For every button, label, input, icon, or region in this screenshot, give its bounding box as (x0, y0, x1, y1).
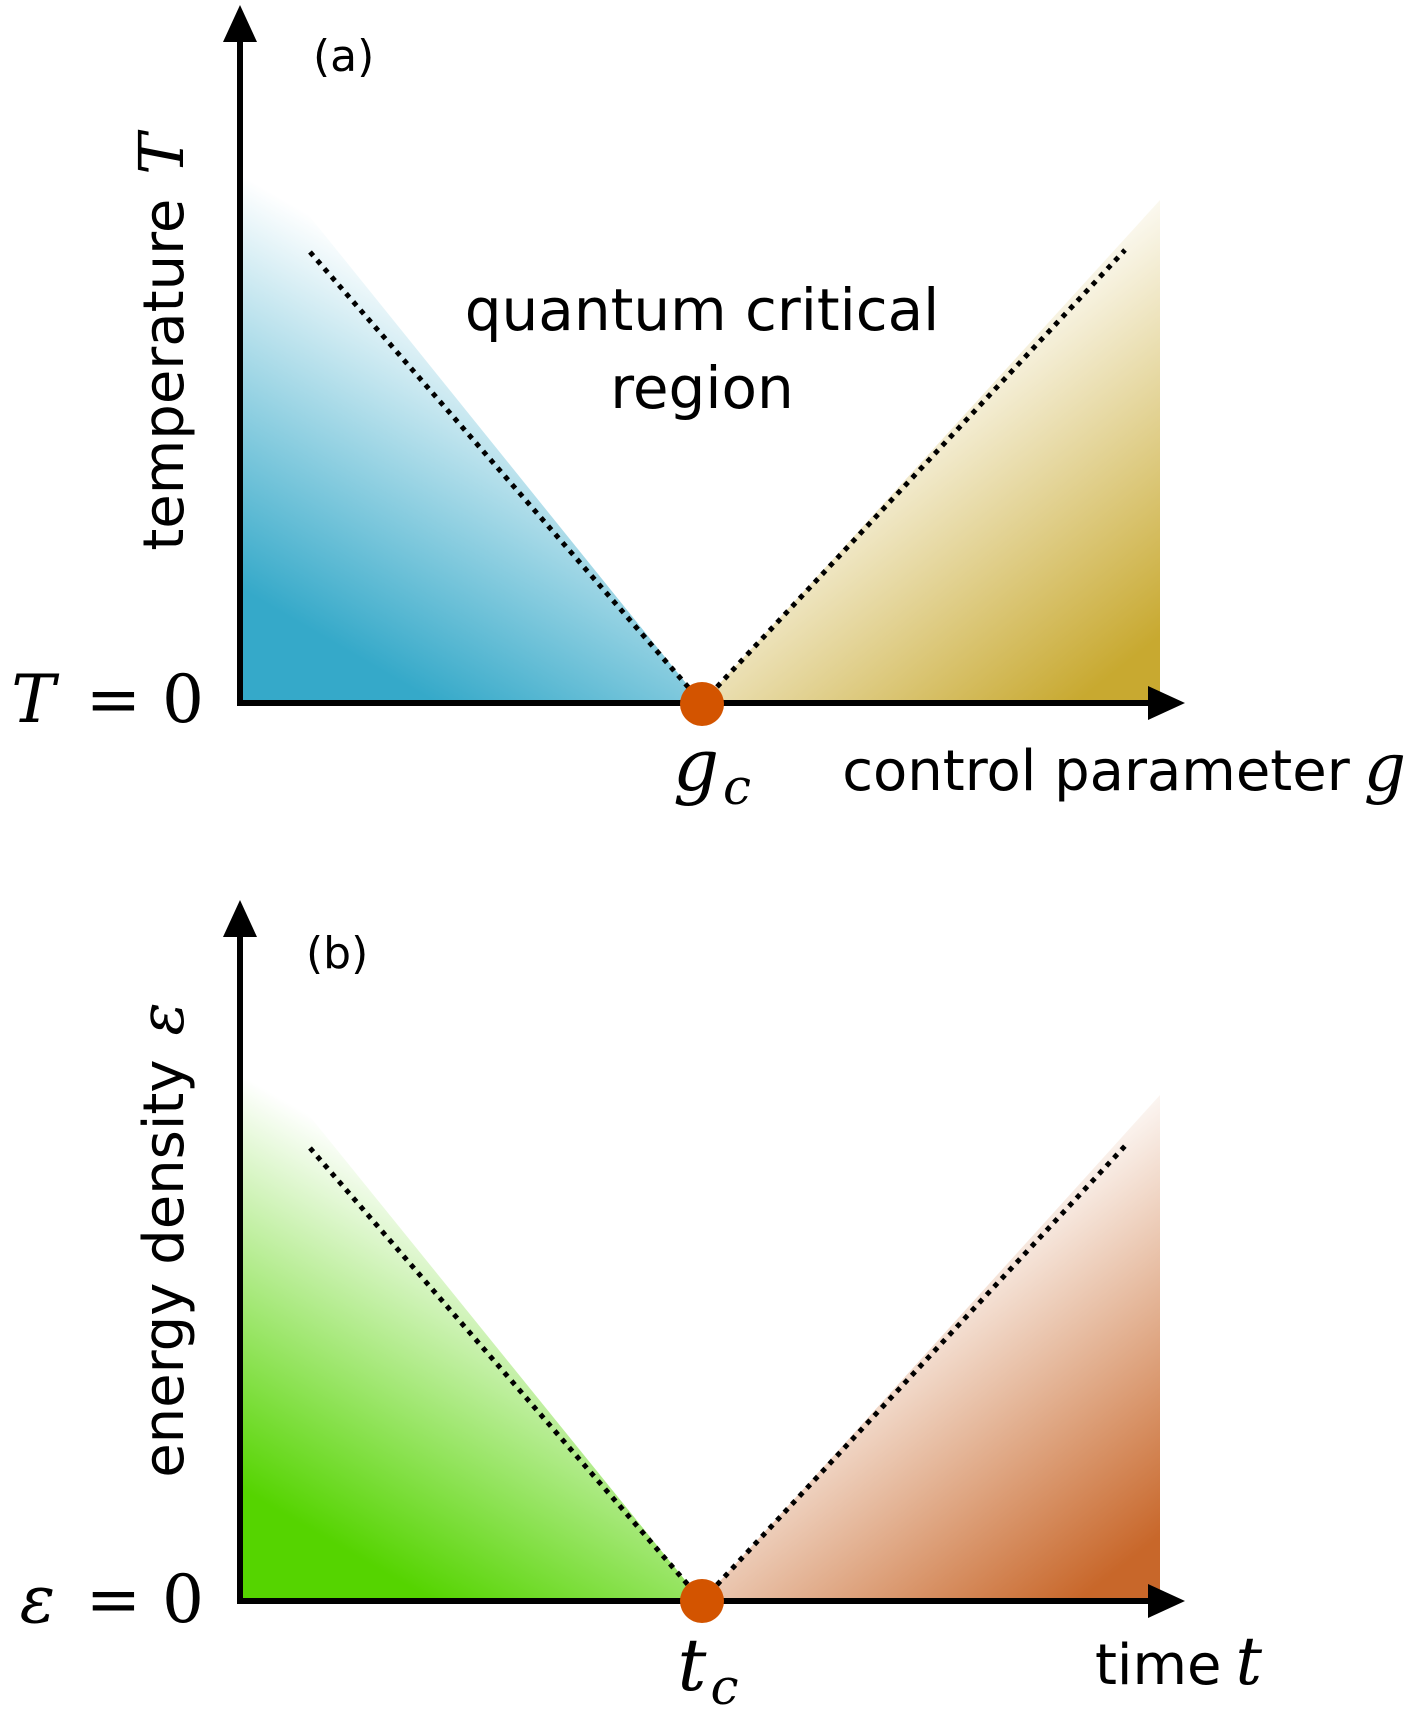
panel-a-x-axis-arrow (1148, 686, 1185, 720)
panel-a-region-label-line1: quantum critical (465, 276, 940, 344)
panel-a-label: (a) (313, 31, 374, 82)
panel-a-left-crossover-line (308, 250, 704, 705)
panel-b-left-crossover-line (308, 1146, 704, 1603)
panel-b: (b) energy density ε ε = 0 t c time t (20, 900, 1263, 1716)
panel-b-label: (b) (306, 928, 368, 979)
panel-b-y-axis-title: energy density ε (125, 1002, 198, 1478)
panel-b-y-axis-arrow (223, 900, 257, 937)
panel-b-x-axis-title: time t (1095, 1623, 1263, 1700)
panel-a-y-axis-title: temperature T (125, 129, 198, 551)
panel-b-critical-point-label: t c (678, 1623, 739, 1716)
panel-a-origin-label: T = 0 (11, 661, 204, 738)
panel-a: (a) quantum critical region temperature … (11, 5, 1406, 816)
panel-a-region-label-line2: region (610, 354, 793, 422)
panel-a-critical-point-label: g c (673, 723, 751, 816)
panel-a-critical-point (680, 682, 724, 726)
panel-a-left-phase-region (240, 130, 702, 703)
panel-a-right-phase-region (702, 200, 1160, 703)
panel-a-x-axis-title: control parameter g (842, 729, 1406, 806)
panel-a-right-crossover-line (700, 248, 1127, 705)
panel-b-right-phase-region (702, 1095, 1160, 1601)
panel-b-origin-label: ε = 0 (20, 1561, 204, 1638)
panel-b-critical-point (680, 1579, 724, 1623)
panel-a-y-axis-arrow (223, 5, 257, 42)
panel-b-left-phase-region (240, 1030, 702, 1601)
panel-b-right-crossover-line (700, 1144, 1127, 1603)
panel-b-x-axis-arrow (1148, 1584, 1185, 1618)
